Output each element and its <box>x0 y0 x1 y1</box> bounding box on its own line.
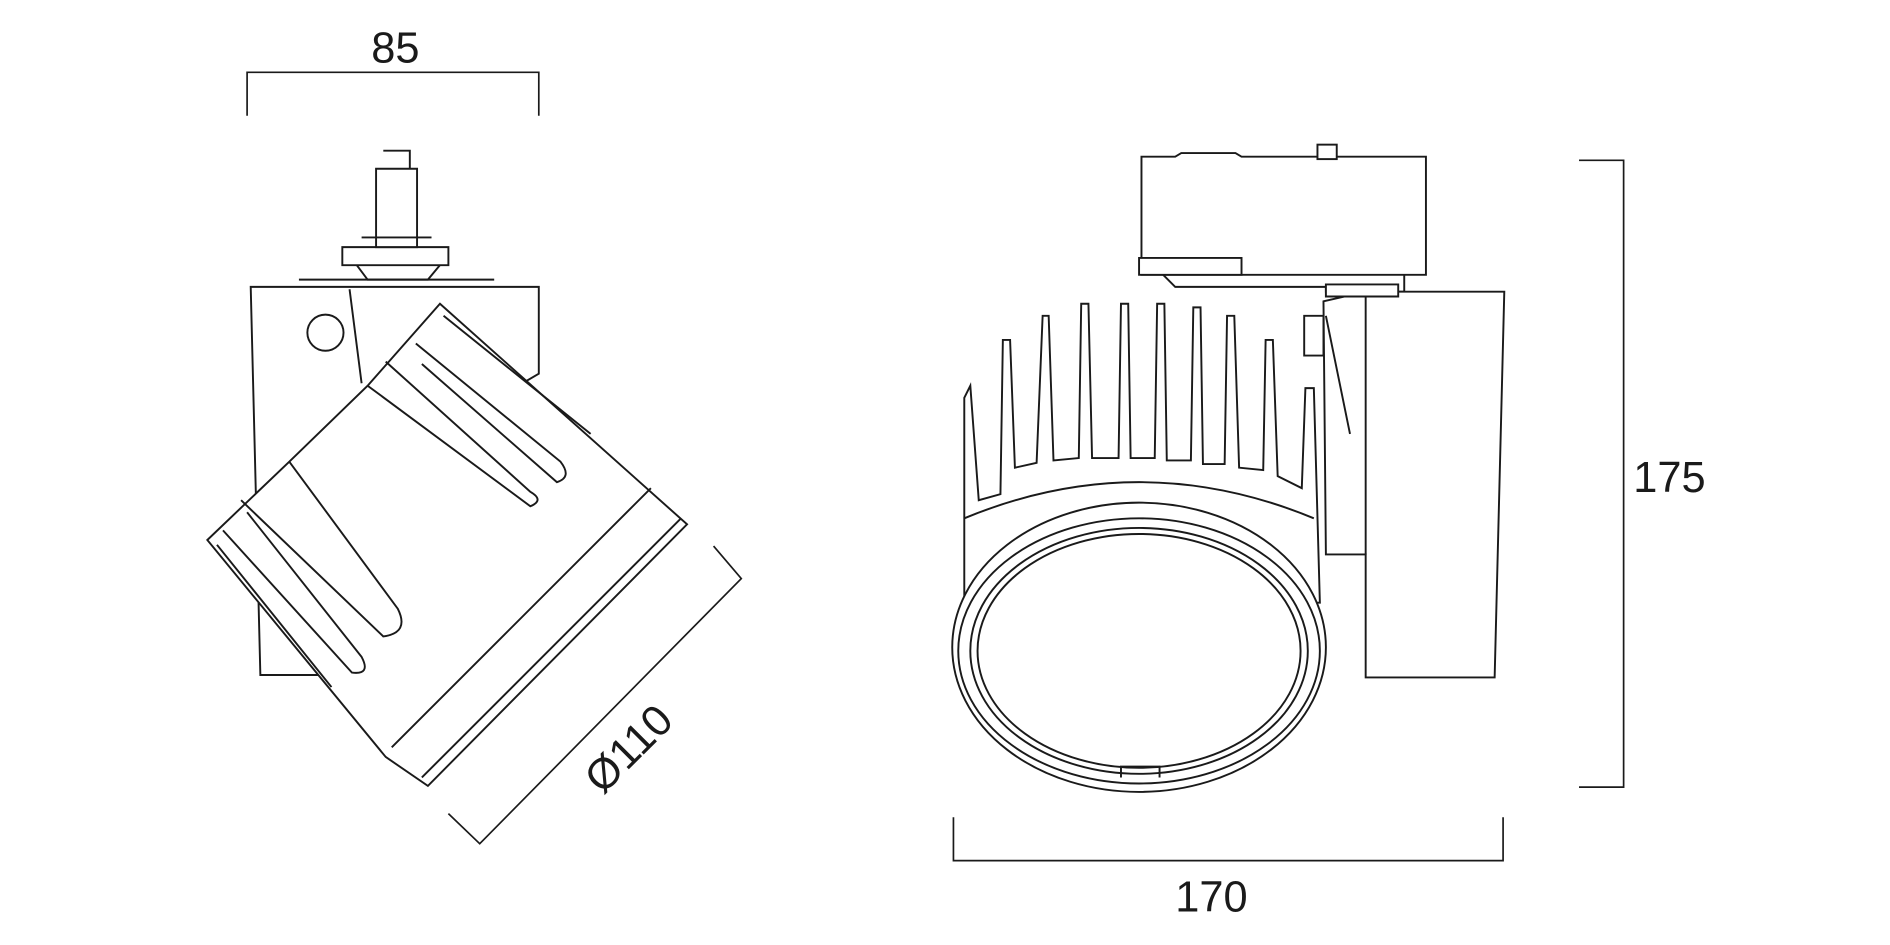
bracket-hole <box>306 313 345 352</box>
front-view: 170 175 <box>951 143 1706 921</box>
dimension-label-85: 85 <box>371 25 419 73</box>
track-adapter <box>341 149 450 281</box>
track-adapter-front <box>1138 143 1427 293</box>
rotated-spotlight-head <box>206 302 689 788</box>
dimension-170: 170 <box>952 817 1504 921</box>
dimension-85: 85 <box>246 25 540 116</box>
side-view: 85 Ø110 <box>206 25 743 845</box>
dimension-label-175: 175 <box>1633 454 1705 502</box>
driver-housing <box>1303 283 1506 679</box>
dimension-175: 175 <box>1579 159 1706 788</box>
dimension-label-170: 170 <box>1175 873 1247 921</box>
dimension-label-diameter: Ø110 <box>576 696 683 803</box>
lens-ring <box>951 501 1327 793</box>
